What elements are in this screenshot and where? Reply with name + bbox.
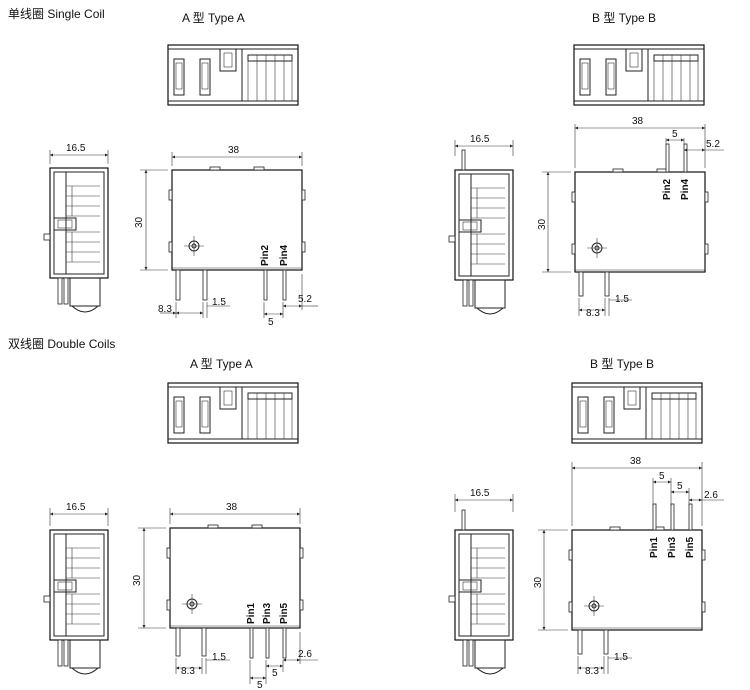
pin-label: Pin4 <box>279 244 290 266</box>
dim-depth: 16.5 <box>470 134 490 145</box>
top-view-single-a <box>167 44 299 106</box>
dim-offset: 8.3 <box>158 304 172 315</box>
pin-label: Pin5 <box>685 536 696 558</box>
pin-label: Pin1 <box>246 602 257 624</box>
dim-pitch: 5 <box>272 668 278 679</box>
dim-height: 30 <box>537 218 548 230</box>
dim-depth: 16.5 <box>66 502 86 513</box>
top-view-single-b <box>573 44 705 106</box>
side-view-single-a: 16.5 <box>43 143 109 313</box>
top-view-double-a <box>167 382 299 444</box>
type-b-label-double: B 型 Type B <box>590 357 654 371</box>
dim-width: 38 <box>632 116 644 127</box>
dim-offset: 8.3 <box>181 666 195 677</box>
dim-edge: 2.6 <box>298 649 312 660</box>
dim-pin-width: 1.5 <box>615 294 629 305</box>
front-view-single-b: Pin2 Pin4 38 5 5.2 30 8.3 1.5 <box>537 116 724 319</box>
dim-height: 30 <box>134 216 145 228</box>
single-coil-heading: 单线圈 Single Coil <box>8 7 105 21</box>
dim-pin-width: 1.5 <box>212 297 226 308</box>
front-view-single-a: 38 30 Pin2 Pin4 8.3 1.5 5 5.2 <box>134 145 318 328</box>
front-view-double-b: Pin1 Pin3 Pin5 38 5 5 2.6 30 8.3 1.5 <box>533 456 724 677</box>
side-view-double-b: 16.5 <box>448 488 514 675</box>
dim-edge: 2.6 <box>704 490 718 501</box>
pin-label: Pin4 <box>680 178 691 200</box>
type-a-label-double: A 型 Type A <box>190 357 253 371</box>
top-view-double-b <box>571 382 703 444</box>
dim-offset: 8.3 <box>585 666 599 677</box>
dim-edge: 5.2 <box>706 139 720 150</box>
dim-offset: 8.3 <box>586 308 600 319</box>
dim-height: 30 <box>533 576 544 588</box>
dim-pin-width: 1.5 <box>614 652 628 663</box>
side-view-single-b: 16.5 <box>448 134 514 315</box>
side-view-double-a: 16.5 <box>43 502 109 675</box>
double-coil-heading: 双线圈 Double Coils <box>8 337 115 351</box>
dim-pin-width: 1.5 <box>212 652 226 663</box>
dim-pitch: 5 <box>268 317 274 328</box>
dim-width: 38 <box>228 145 240 156</box>
pin-label: Pin1 <box>649 536 660 558</box>
dim-height: 30 <box>132 574 143 586</box>
type-a-label-single: A 型 Type A <box>182 11 245 25</box>
pin-label: Pin3 <box>262 602 273 624</box>
front-view-double-a: 38 30 Pin1 Pin3 Pin5 8.3 1.5 5 5 2.6 <box>132 502 318 690</box>
pin-label: Pin2 <box>662 178 673 200</box>
dim-pitch: 5 <box>257 680 263 690</box>
dim-depth: 16.5 <box>470 488 490 499</box>
dim-pitch: 5 <box>659 471 665 482</box>
dim-width: 38 <box>630 456 642 467</box>
pin-label: Pin2 <box>260 244 271 266</box>
dim-edge: 5.2 <box>298 294 312 305</box>
dim-pitch: 5 <box>672 129 678 140</box>
dim-width: 38 <box>226 502 238 513</box>
pin-label: Pin5 <box>279 602 290 624</box>
dim-pitch: 5 <box>677 481 683 492</box>
dim-depth: 16.5 <box>66 143 86 154</box>
type-b-label-single: B 型 Type B <box>592 11 656 25</box>
pin-label: Pin3 <box>667 536 678 558</box>
